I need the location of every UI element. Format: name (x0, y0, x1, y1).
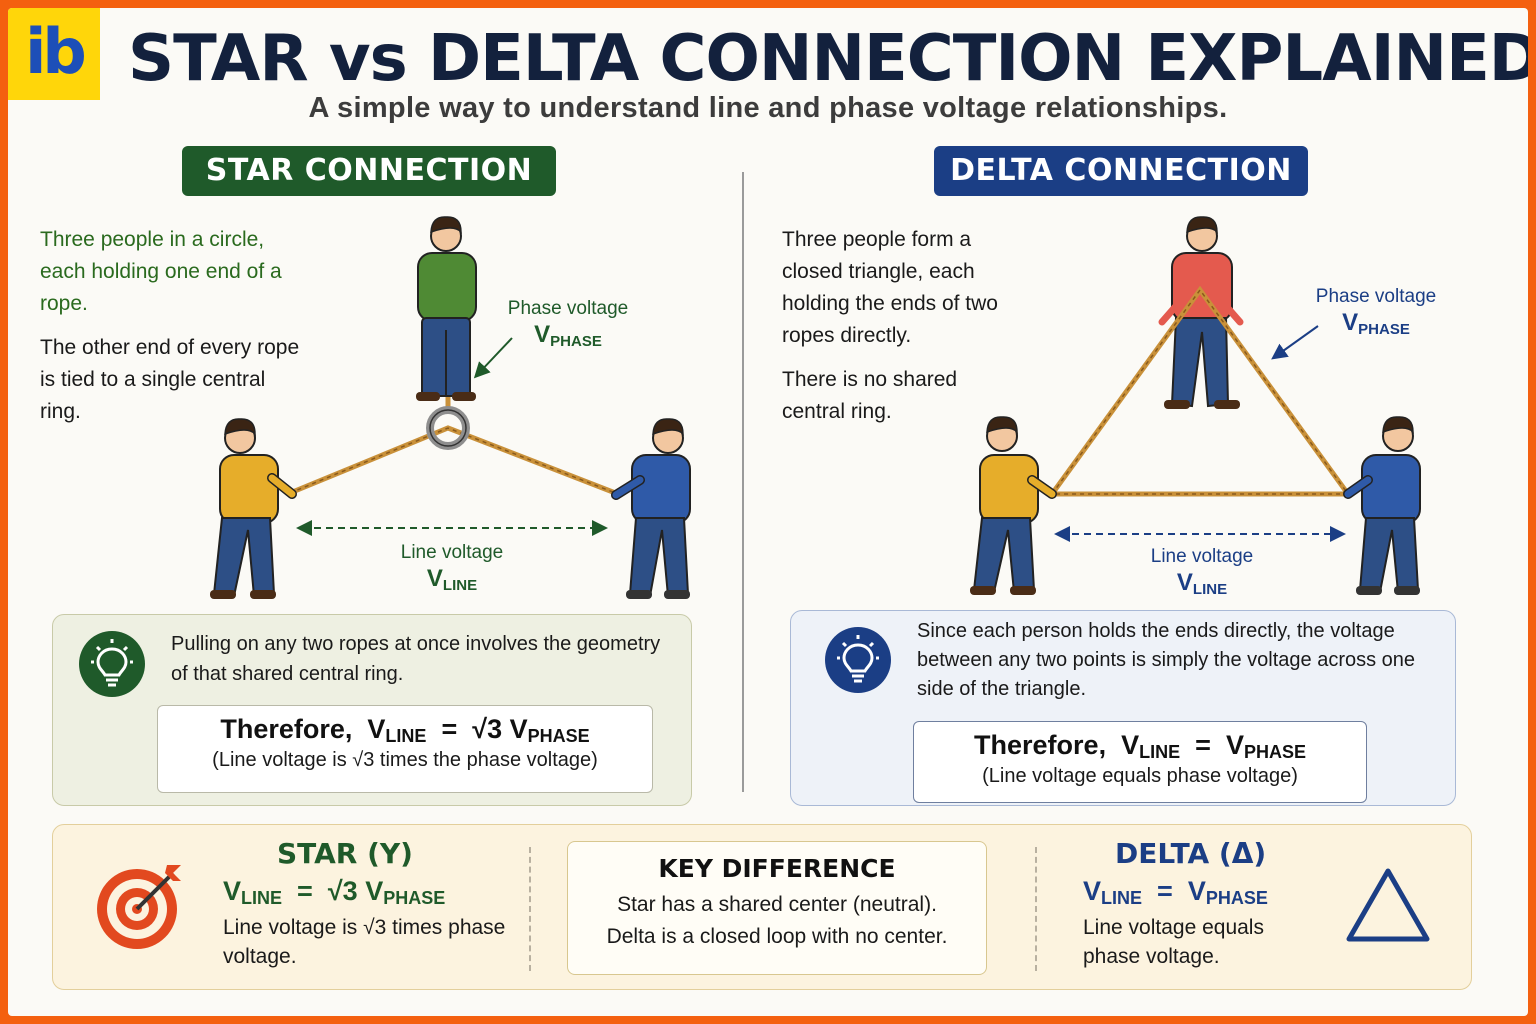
summary-delta-text: Line voltage equals phase voltage. (1083, 916, 1264, 968)
summary-delta-formula: VLINE = VPHASE (1083, 876, 1323, 909)
delta-description-2: There is no shared central ring. (782, 368, 958, 423)
summary-star-heading: STAR (Y) (277, 837, 413, 870)
delta-line-symbol: V (1176, 569, 1193, 596)
lightbulb-icon (79, 631, 145, 697)
summary-star-equals: = (297, 876, 313, 906)
star-line-voltage-text: Line voltage (400, 542, 504, 563)
page-title: STAR vs DELTA CONNECTION EXPLAINED (128, 22, 1528, 96)
key-difference-line-1: Star has a shared center (neutral). (617, 893, 937, 916)
summary-delta-vphase: V (1187, 876, 1206, 906)
star-line-symbol: V (426, 565, 443, 592)
star-description: Three people in a circle, each holding o… (40, 224, 300, 440)
summary-delta-heading: DELTA (Δ) (1115, 837, 1267, 870)
key-difference-heading: KEY DIFFERENCE (658, 854, 896, 883)
delta-line-voltage-text: Line voltage (1150, 546, 1254, 567)
delta-diagram (970, 215, 1421, 595)
summary-separator-left (529, 847, 531, 971)
star-formula-equals: = (441, 714, 458, 744)
delta-phase-symbol: V (1342, 309, 1359, 336)
delta-formula-box: Therefore, VLINE = VPHASE (Line voltage … (913, 721, 1367, 803)
star-phase-symbol: V (534, 321, 551, 348)
delta-formula-note: (Line voltage equals phase voltage) (982, 765, 1298, 787)
summary-star-text: Line voltage is √3 times phase voltage. (223, 916, 506, 968)
summary-star: STAR (Y) VLINE = √3 VPHASE Line voltage … (223, 837, 523, 971)
ib-logo: ib (8, 8, 100, 100)
delta-formula-vphase: V (1225, 730, 1244, 760)
star-rope-sides (289, 425, 619, 497)
delta-info-text: Since each person holds the ends directl… (917, 620, 1416, 700)
star-person-left (210, 417, 297, 599)
delta-description: Three people form a closed triangle, eac… (782, 224, 1022, 440)
delta-description-1: Three people form a closed triangle, eac… (782, 228, 998, 347)
target-icon (97, 865, 181, 949)
delta-formula-vphase-sub: PHASE (1243, 742, 1306, 762)
star-formula-vline-sub: LINE (385, 726, 427, 746)
lightbulb-icon (825, 627, 891, 693)
star-phase-voltage-label: Phase voltage VPHASE (488, 296, 648, 355)
star-formula-box: Therefore, VLINE = √3 VPHASE (Line volta… (157, 705, 653, 793)
star-diagram (210, 215, 691, 599)
star-line-voltage-label: Line voltage VLINE (372, 540, 532, 599)
section-divider (742, 172, 744, 792)
star-therefore: Therefore, (220, 714, 353, 744)
page-subtitle: A simple way to understand line and phas… (308, 92, 1228, 124)
delta-formula-vline: V (1121, 730, 1140, 760)
delta-phase-subscript: PHASE (1358, 321, 1410, 338)
summary-delta-equals: = (1157, 876, 1173, 906)
star-info-text: Pulling on any two ropes at once involve… (171, 633, 661, 685)
summary-star-formula: VLINE = √3 VPHASE (223, 876, 523, 909)
summary-star-vphase-sub: PHASE (383, 888, 446, 908)
summary-star-vline-sub: LINE (241, 888, 283, 908)
delta-therefore: Therefore, (974, 730, 1107, 760)
star-description-2: The other end of every rope is tied to a… (40, 336, 300, 423)
star-formula-coef: √3 (472, 714, 503, 744)
summary-star-vline: V (223, 876, 242, 906)
summary-delta-vphase-sub: PHASE (1205, 888, 1268, 908)
star-person-right (611, 417, 691, 599)
delta-phase-voltage-text: Phase voltage (1315, 286, 1437, 307)
star-phase-voltage-arrow (473, 337, 513, 379)
delta-person-left (970, 415, 1057, 595)
delta-line-voltage-label: Line voltage VLINE (1122, 544, 1282, 603)
summary-delta: DELTA (Δ) VLINE = VPHASE Line voltage eq… (1083, 837, 1323, 971)
star-phase-subscript: PHASE (550, 333, 602, 350)
star-formula-vphase: V (509, 714, 528, 744)
key-difference-box: KEY DIFFERENCE Star has a shared center … (567, 841, 987, 975)
star-formula-vline: V (367, 714, 386, 744)
star-phase-voltage-text: Phase voltage (507, 298, 629, 319)
summary-star-vphase: V (365, 876, 384, 906)
delta-triangle-icon (1346, 868, 1430, 942)
summary-delta-vline-sub: LINE (1101, 888, 1143, 908)
key-difference-line-2: Delta is a closed loop with no center. (606, 925, 948, 948)
delta-phase-voltage-arrow (1271, 325, 1319, 360)
star-formula: Therefore, VLINE = √3 VPHASE (158, 714, 652, 747)
star-line-subscript: LINE (442, 577, 478, 594)
delta-phase-voltage-label: Phase voltage VPHASE (1296, 284, 1456, 343)
summary-star-coef: √3 (327, 876, 358, 906)
delta-formula-equals: = (1195, 730, 1211, 760)
summary-panel: STAR (Y) VLINE = √3 VPHASE Line voltage … (52, 824, 1472, 990)
delta-connection-banner: DELTA CONNECTION (934, 146, 1308, 196)
star-person-top (416, 215, 477, 401)
delta-line-subscript: LINE (1192, 581, 1228, 598)
summary-separator-right (1035, 847, 1037, 971)
summary-delta-vline: V (1083, 876, 1102, 906)
delta-formula-vline-sub: LINE (1139, 742, 1181, 762)
star-info-box: Pulling on any two ropes at once involve… (52, 614, 692, 806)
star-description-1: Three people in a circle, each holding o… (40, 228, 282, 315)
star-formula-note: (Line voltage is √3 times the phase volt… (212, 749, 598, 771)
delta-person-right (1343, 415, 1421, 595)
star-formula-vphase-sub: PHASE (527, 726, 590, 746)
star-connection-banner: STAR CONNECTION (182, 146, 556, 196)
delta-info-box: Since each person holds the ends directl… (790, 610, 1456, 806)
delta-formula: Therefore, VLINE = VPHASE (914, 730, 1366, 763)
